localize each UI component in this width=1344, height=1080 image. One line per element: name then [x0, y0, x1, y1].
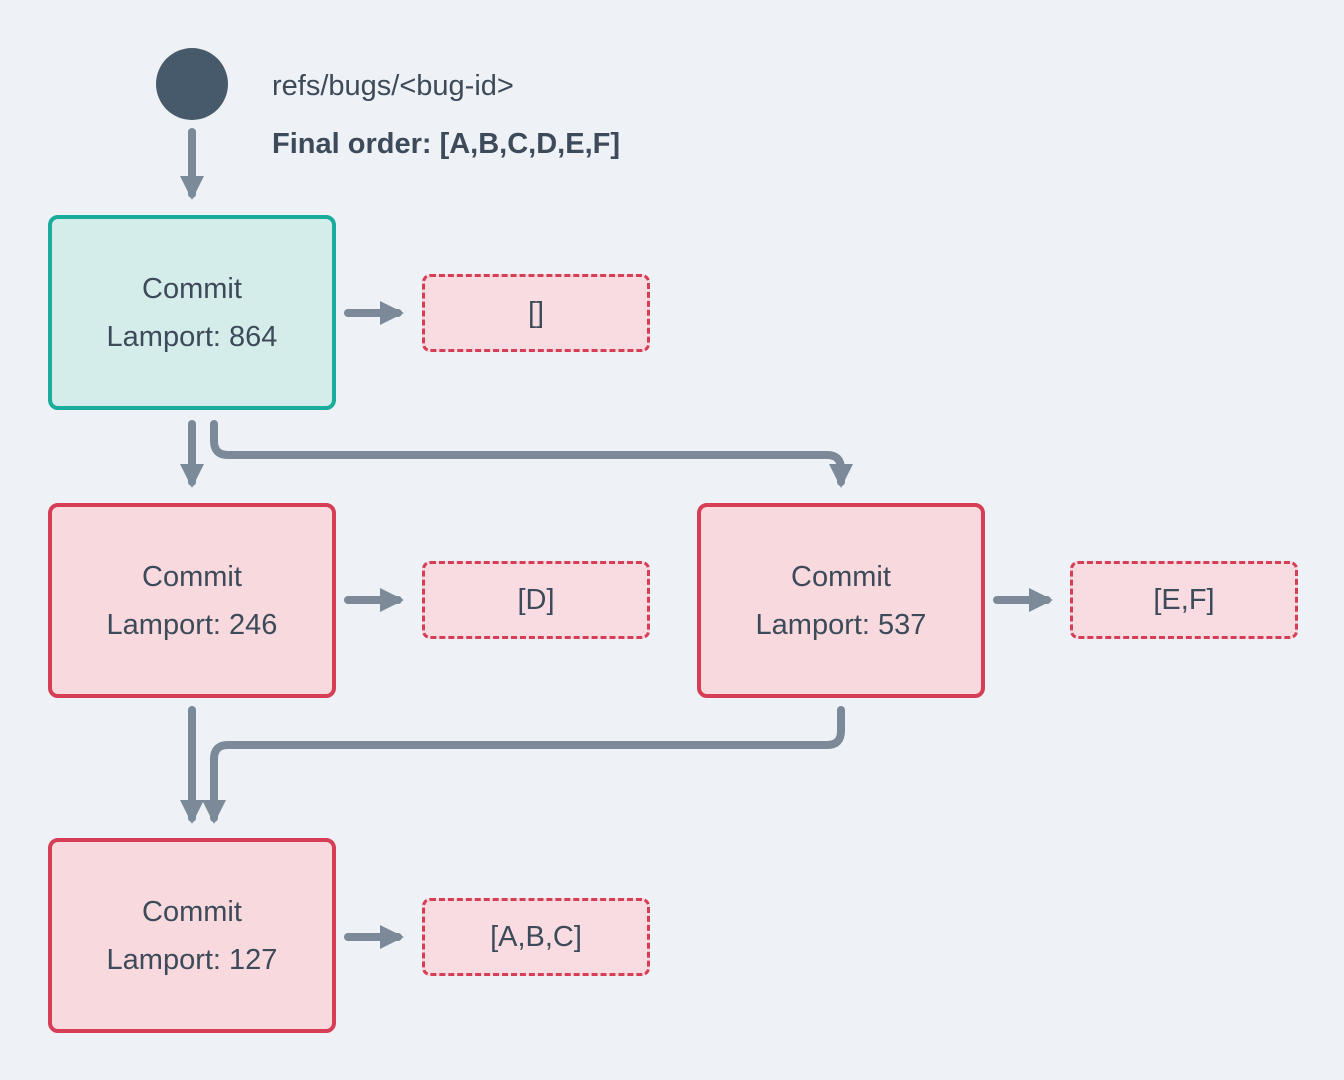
edge-864-to-537 — [210, 420, 853, 488]
commit-node-246: Commit Lamport: 246 — [48, 503, 336, 698]
result-value: [D] — [517, 583, 555, 616]
commit-title: Commit — [142, 560, 242, 593]
commit-title: Commit — [142, 272, 242, 305]
commit-lamport-label: Lamport: 537 — [755, 608, 927, 641]
result-box-246: [D] — [422, 561, 650, 639]
result-box-864: [] — [422, 274, 650, 352]
ref-head-circle — [156, 48, 228, 120]
commit-lamport-label: Lamport: 864 — [106, 320, 278, 353]
final-order-label: Final order: [A,B,C,D,E,F] — [272, 128, 620, 160]
result-value: [] — [527, 296, 545, 329]
commit-title: Commit — [142, 895, 242, 928]
commit-node-864: Commit Lamport: 864 — [48, 215, 336, 410]
result-box-537: [E,F] — [1070, 561, 1298, 639]
result-box-127: [A,B,C] — [422, 898, 650, 976]
edge-537-to-127 — [202, 706, 845, 824]
commit-title: Commit — [791, 560, 891, 593]
commit-node-127: Commit Lamport: 127 — [48, 838, 336, 1033]
ref-name-label: refs/bugs/<bug-id> — [272, 70, 514, 102]
result-value: [E,F] — [1153, 583, 1215, 616]
commit-lamport-label: Lamport: 127 — [106, 943, 278, 976]
result-value: [A,B,C] — [490, 920, 582, 953]
commit-lamport-label: Lamport: 246 — [106, 608, 278, 641]
commit-node-537: Commit Lamport: 537 — [697, 503, 985, 698]
